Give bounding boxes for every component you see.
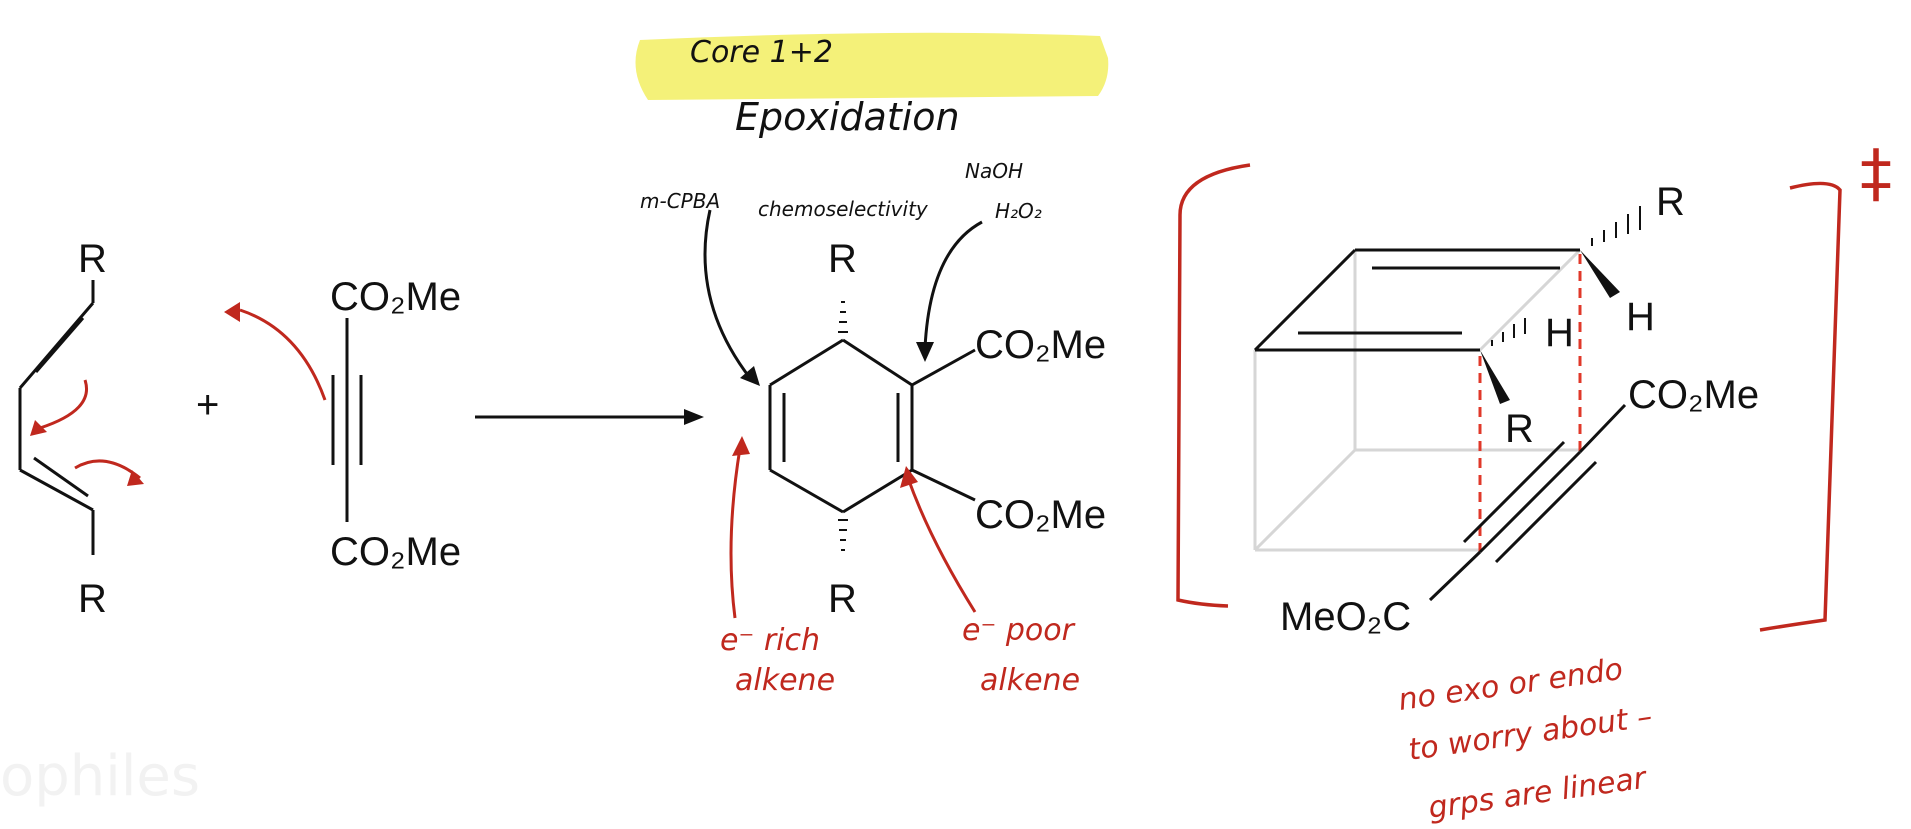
reagent-naoh: NaOH [965,159,1023,183]
ts-diene-bonds [1253,248,1580,352]
alkyne-electron-arrow [239,308,327,401]
plus-sign: + [196,383,219,427]
alkyne-structure [331,318,363,522]
rich-alkene-line2: alkene [735,663,835,698]
poor-alkene-arrow [906,477,977,613]
poor-alkene-line1: e⁻ poor [962,613,1076,648]
poor-arrowhead [900,466,918,488]
product-r-top: R [828,237,857,281]
ts-alkyne-bonds [1428,403,1627,602]
ts-r-mid: R [1505,407,1534,451]
poor-alkene-line2: alkene [980,663,1080,698]
faded-background-word: ophiles [0,744,200,809]
ts-left-bracket [1176,163,1251,608]
product-ring [768,338,976,514]
ts-box-back-edges [1253,248,1582,552]
heading-epoxidation: Epoxidation [735,95,960,139]
alkyne-ester-top: CO₂Me [330,275,461,319]
ts-h-mid: H [1545,311,1574,355]
yellow-highlight [635,32,1109,100]
highlight-label: Core 1+2 [690,35,833,70]
arrowhead-alkyne [224,302,240,322]
ts-hashed-bonds [1491,206,1641,346]
ts-ester-right: CO₂Me [1628,373,1759,417]
mcpba-arrow [703,209,752,379]
diene-r-bottom: R [78,577,107,621]
ts-right-bracket [1759,181,1842,632]
naoh-arrow [923,220,983,349]
rich-alkene-arrow [729,447,742,619]
product-r-bottom: R [828,577,857,621]
ts-wedge-h-top [1580,250,1620,298]
reaction-arrowhead [684,409,704,425]
ts-double-dagger: ‡ [1860,137,1892,211]
diene-electron-arrows [39,379,141,480]
diene-structure [18,280,95,555]
product-ester-bottom: CO₂Me [975,493,1106,537]
product-hashed-bonds [838,301,848,551]
ts-wedge-r-mid [1480,350,1510,404]
comment-line3: grps are linear [1426,761,1650,826]
diene-r-top: R [78,237,107,281]
ts-h-top: H [1626,295,1655,339]
rich-arrowhead [732,436,750,456]
reagent-h2o2: H₂O₂ [995,199,1042,223]
chemoselectivity-note: chemoselectivity [758,197,929,221]
naoh-arrowhead [916,342,934,362]
arrowhead-diene-1 [30,420,47,436]
alkyne-ester-bottom: CO₂Me [330,530,461,574]
ts-ester-left: MeO₂C [1280,595,1411,639]
mcpba-arrowhead [740,366,760,386]
reagent-mcpba: m-CPBA [640,189,720,213]
rich-alkene-line1: e⁻ rich [720,623,820,658]
ts-r-top: R [1656,180,1685,224]
product-ester-top: CO₂Me [975,323,1106,367]
arrowhead-diene-2 [127,470,144,486]
